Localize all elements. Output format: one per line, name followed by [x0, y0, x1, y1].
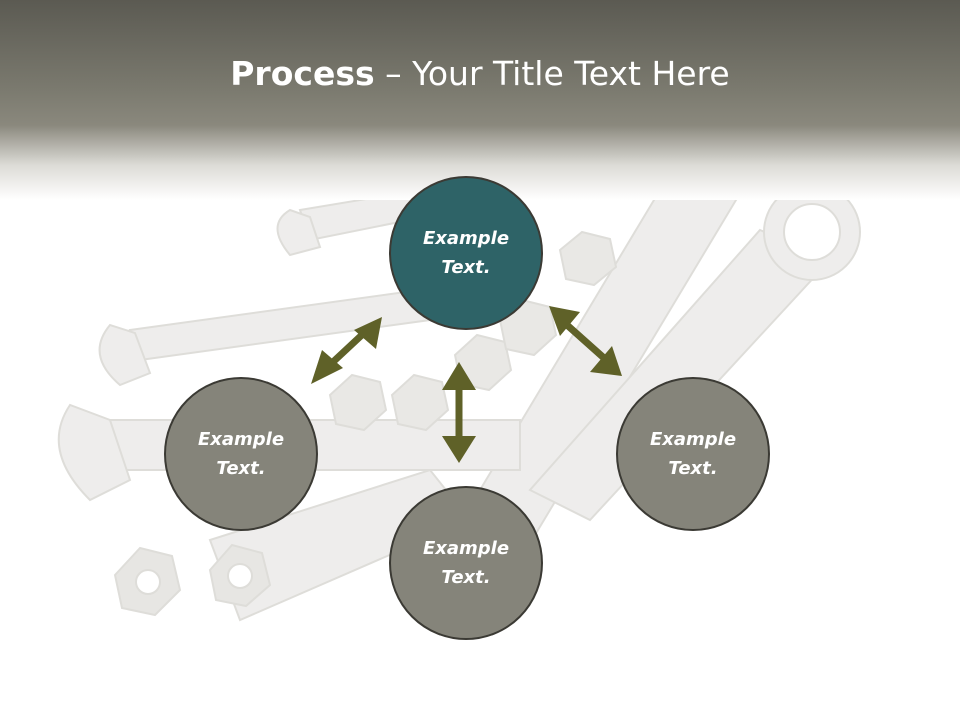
- title-rest: – Your Title Text Here: [374, 54, 730, 93]
- node-bottom-line1: Example: [422, 538, 510, 559]
- node-bottom-line2: Text.: [441, 567, 491, 588]
- arrow-top-right: [564, 322, 607, 361]
- node-left-line1: Example: [197, 429, 285, 450]
- arrow-top-left: [331, 330, 367, 364]
- node-top-line2: Text.: [441, 257, 491, 278]
- node-top-line1: Example: [422, 228, 510, 249]
- title-bar: [0, 0, 960, 200]
- node-left-line2: Text.: [216, 458, 266, 479]
- node-right-line1: Example: [649, 429, 737, 450]
- node-right-line2: Text.: [668, 458, 718, 479]
- slide-title: Process – Your Title Text Here: [0, 52, 960, 96]
- title-bold: Process: [230, 54, 375, 93]
